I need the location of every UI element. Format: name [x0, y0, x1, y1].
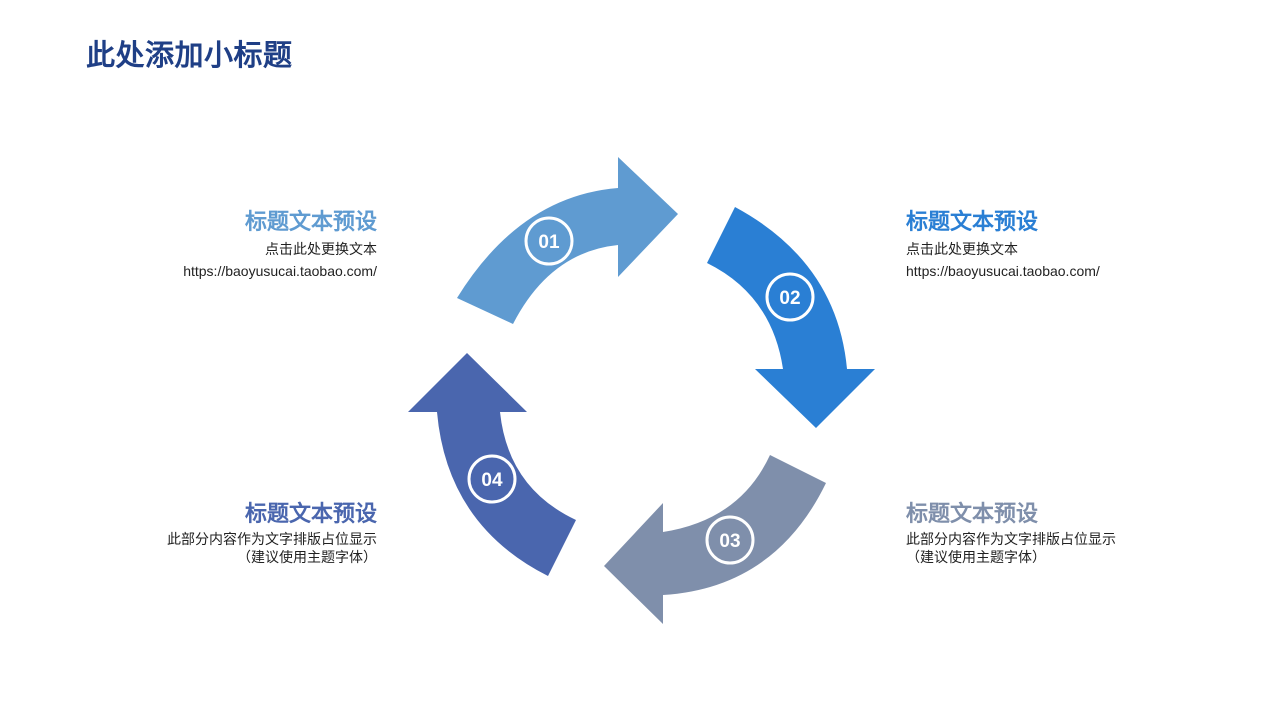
- step-badge-2: 02: [765, 272, 815, 322]
- step-3-line-1[interactable]: 此部分内容作为文字排版占位显示: [906, 531, 1116, 547]
- step-2-text-block: 标题文本预设 点击此处更换文本 https://baoyusucai.taoba…: [906, 208, 1146, 282]
- step-1-text-block: 标题文本预设 点击此处更换文本 https://baoyusucai.taoba…: [137, 208, 377, 282]
- step-number-3: 03: [719, 531, 740, 552]
- step-4-line-2[interactable]: （建议使用主题字体）: [237, 549, 377, 565]
- cycle-arrow-3: 03: [604, 455, 826, 624]
- step-2-heading[interactable]: 标题文本预设: [906, 210, 1039, 235]
- step-1-heading[interactable]: 标题文本预设: [244, 210, 377, 235]
- step-3-text-block: 标题文本预设 此部分内容作为文字排版占位显示 （建议使用主题字体）: [906, 500, 1146, 566]
- arrow-3-shape: [604, 455, 826, 624]
- step-4-heading[interactable]: 标题文本预设: [244, 502, 377, 527]
- cycle-arrow-2: 02: [707, 207, 875, 428]
- step-badge-1: 01: [524, 216, 574, 266]
- arrow-4-shape: [408, 353, 576, 576]
- arrow-2-shape: [707, 207, 875, 428]
- step-1-line-2[interactable]: https://baoyusucai.taobao.com/: [183, 263, 377, 279]
- arrow-1-shape: [457, 157, 678, 324]
- cycle-arrow-1: 01: [457, 157, 678, 324]
- step-2-line-2[interactable]: https://baoyusucai.taobao.com/: [906, 263, 1100, 279]
- step-2-line-1[interactable]: 点击此处更换文本: [906, 241, 1018, 257]
- step-number-4: 04: [481, 470, 503, 491]
- step-3-line-2[interactable]: （建议使用主题字体）: [906, 549, 1046, 565]
- step-3-heading[interactable]: 标题文本预设: [906, 502, 1039, 527]
- step-number-1: 01: [538, 232, 560, 253]
- step-number-2: 02: [779, 288, 800, 309]
- step-badge-4: 04: [467, 454, 517, 504]
- step-4-line-1[interactable]: 此部分内容作为文字排版占位显示: [167, 531, 377, 547]
- step-1-line-1[interactable]: 点击此处更换文本: [265, 241, 377, 257]
- cycle-arrow-4: 04: [408, 353, 576, 576]
- step-4-text-block: 标题文本预设 此部分内容作为文字排版占位显示 （建议使用主题字体）: [137, 500, 377, 566]
- step-badge-3: 03: [705, 515, 755, 565]
- page-title: 此处添加小标题: [86, 38, 293, 72]
